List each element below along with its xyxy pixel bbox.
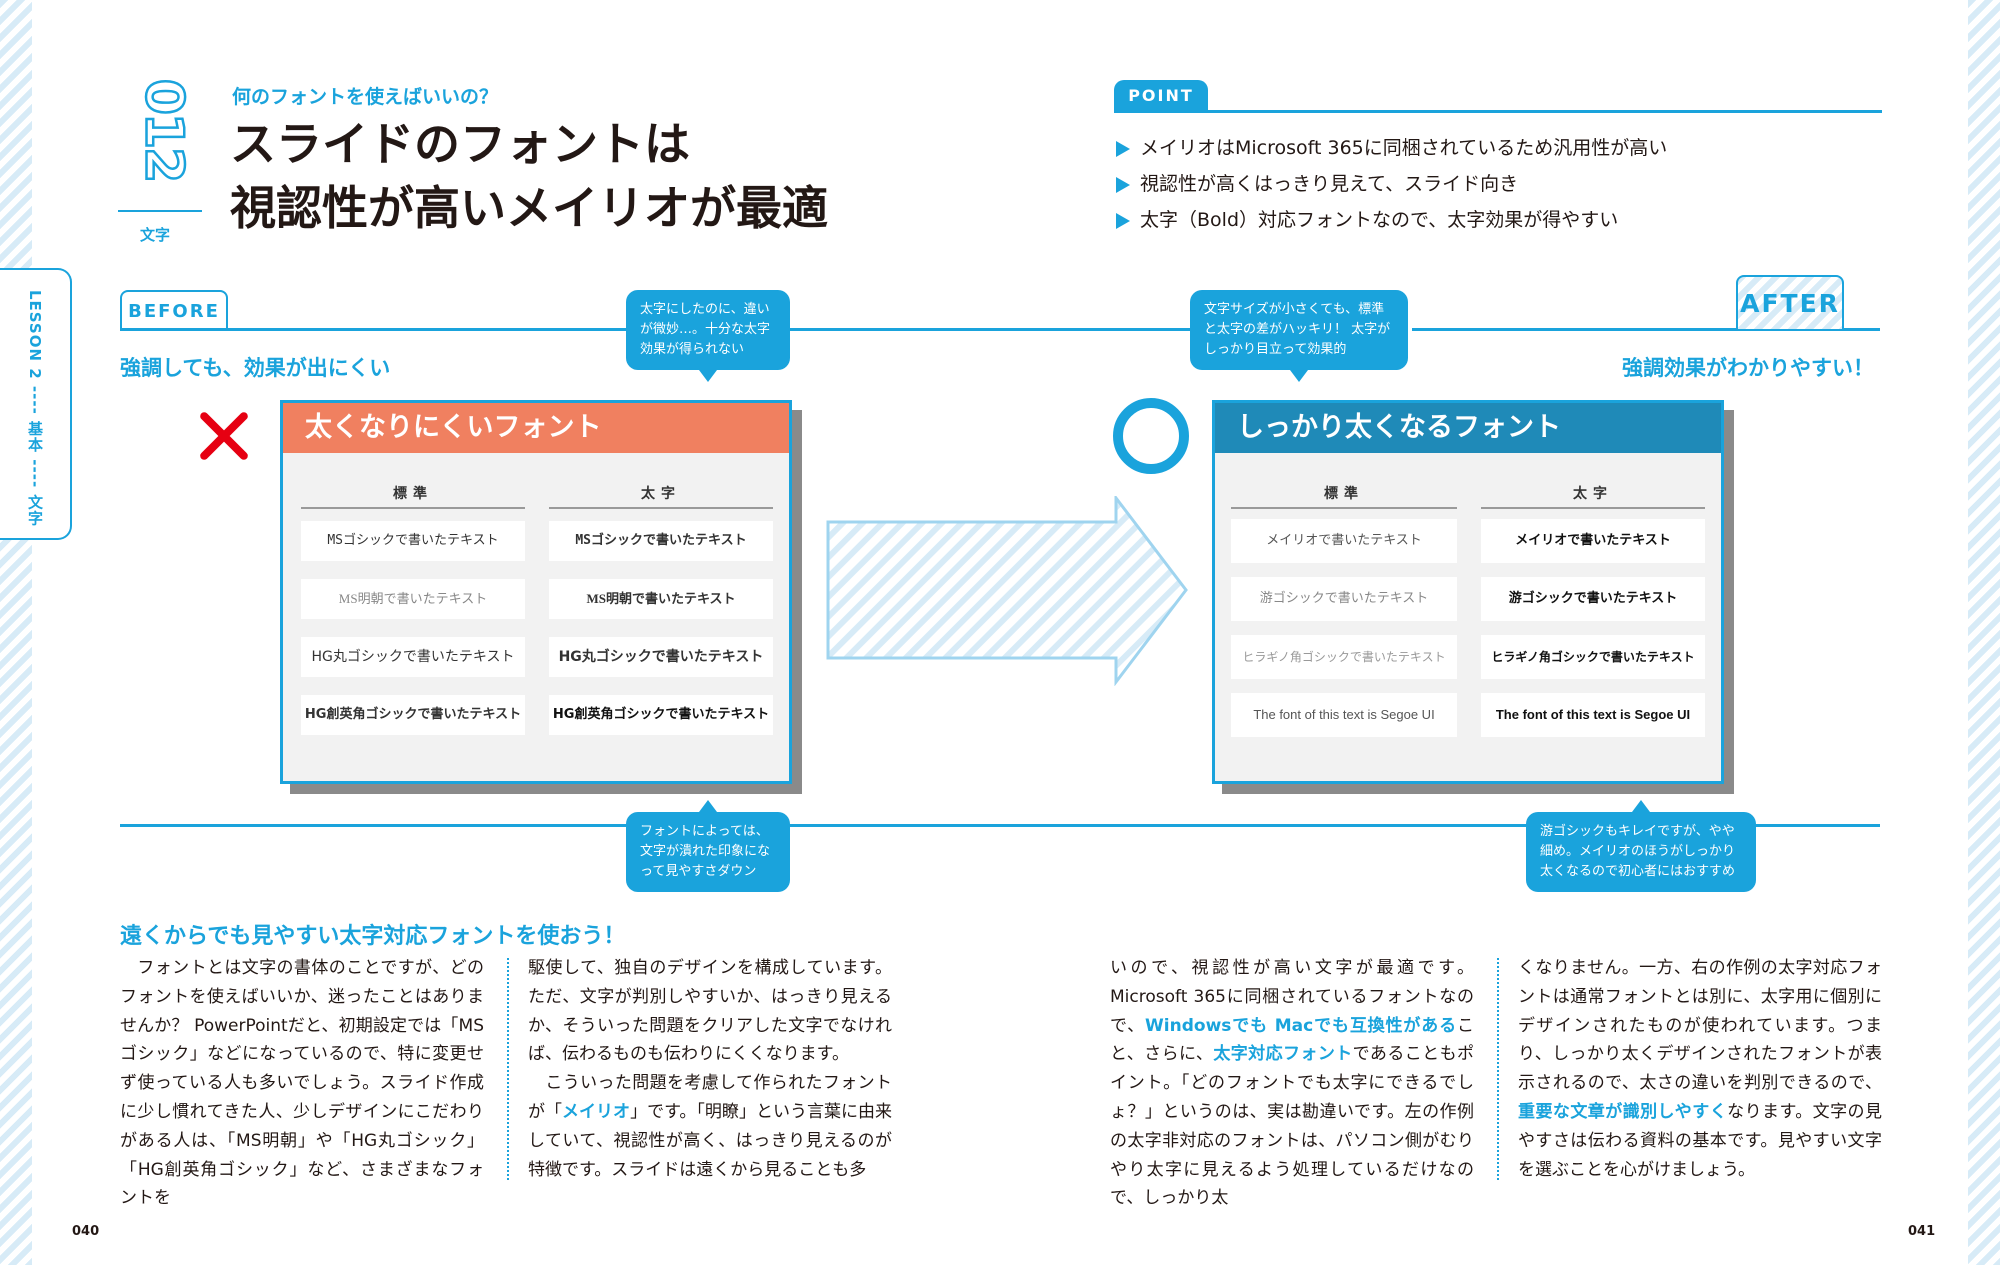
after-panel-title: しっかり太くなるフォント: [1215, 403, 1721, 453]
point-item: 太字（Bold）対応フォントなので、太字効果が得やすい: [1114, 202, 1667, 238]
point-item: メイリオはMicrosoft 365に同梱されているため汎用性が高い: [1114, 130, 1667, 166]
triangle-bullet-icon: [1116, 141, 1130, 157]
column-divider: [1497, 958, 1499, 1180]
after-callout-bottom: 游ゴシックもキレイですが、やや細め。メイリオのほうがしっかり太くなるので初心者に…: [1526, 800, 1756, 892]
point-rule: [1114, 110, 1882, 113]
after-panel: しっかり太くなるフォント 標準 太字 メイリオで書いたテキスト メイリオで書いた…: [1212, 400, 1724, 784]
highlight-meiryo: メイリオ: [562, 1101, 631, 1122]
point-item: 視認性が高くはっきり見えて、スライド向き: [1114, 166, 1667, 202]
highlight-compatibility: Windowsでも Macでも互換性がある: [1145, 1015, 1457, 1036]
kicker-question: 何のフォントを使えばいいの？: [232, 86, 499, 108]
before-to-after-arrow-icon: [826, 496, 1188, 686]
before-panel-title: 太くなりにくいフォント: [283, 403, 789, 453]
lesson-side-tab: [0, 268, 72, 540]
page-title: スライドのフォントは 視認性が高いメイリオが最適: [230, 112, 828, 240]
circle-mark-icon: [1113, 398, 1189, 474]
sample-normal-meiryo: メイリオで書いたテキスト: [1231, 519, 1457, 563]
before-callout-bottom: フォントによっては、文字が潰れた印象になって見やすさダウン: [626, 800, 790, 892]
before-callout-top: 太字にしたのに、違いが微妙…。十分な太字効果が得られない: [626, 290, 790, 382]
title-line-2: 視認性が高いメイリオが最適: [230, 181, 828, 235]
sample-normal-hgmaru: HG丸ゴシックで書いたテキスト: [301, 637, 525, 677]
sample-normal-yugothic: 游ゴシックで書いたテキスト: [1231, 577, 1457, 621]
highlight-bold-font: 太字対応フォント: [1213, 1044, 1353, 1065]
column-rule: [1481, 507, 1705, 509]
sample-normal-hgsoei: HG創英角ゴシックで書いたテキスト: [301, 695, 525, 735]
lesson-side-label: LESSON 2 ---- 基本 ---- 文字: [26, 290, 44, 527]
page-number-left: 040: [72, 1224, 100, 1239]
cross-mark-icon: [196, 408, 252, 464]
before-panel: 太くなりにくいフォント 標準 太字 MSゴシックで書いたテキスト MSゴシックで…: [280, 400, 792, 784]
column-rule: [1231, 507, 1457, 509]
point-label: POINT: [1114, 80, 1208, 112]
before-tag: BEFORE: [120, 290, 228, 330]
column-header-bold: 太字: [1573, 486, 1613, 502]
body-column-3: いので、視認性が高い文字が最適です。Microsoft 365に同梱されているフ…: [1110, 958, 1475, 1209]
after-tag: AFTER: [1736, 275, 1844, 329]
body-column-1: フォントとは文字の書体のことですが、どのフォントを使えばいいか、迷ったことはあり…: [120, 958, 484, 1209]
after-rule: [1412, 328, 1880, 331]
column-header-normal: 標準: [1324, 486, 1364, 502]
sample-bold-segoe: The font of this text is Segoe UI: [1481, 693, 1705, 737]
sample-bold-msmincho: MS明朝で書いたテキスト: [549, 579, 773, 619]
lower-rule: [120, 824, 1880, 827]
column-rule: [549, 507, 773, 509]
before-subtitle: 強調しても、効果が出にくい: [120, 356, 391, 380]
lesson-number: 012: [132, 77, 195, 182]
sample-bold-hgsoei: HG創英角ゴシックで書いたテキスト: [549, 695, 773, 735]
highlight-important-text: 重要な文章が識別しやすく: [1518, 1101, 1728, 1122]
body-column-2: 駆使して、独自のデザインを構成しています。ただ、文字が判別しやすいか、はっきり見…: [528, 958, 893, 1180]
sample-bold-meiryo: メイリオで書いたテキスト: [1481, 519, 1705, 563]
sample-normal-segoe: The font of this text is Segoe UI: [1231, 693, 1457, 737]
column-header-bold: 太字: [641, 486, 681, 502]
sample-bold-yugothic: 游ゴシックで書いたテキスト: [1481, 577, 1705, 621]
point-list: メイリオはMicrosoft 365に同梱されているため汎用性が高い 視認性が高…: [1114, 130, 1667, 238]
after-subtitle: 強調効果がわかりやすい！: [1622, 356, 1874, 380]
page-number-right: 041: [1908, 1224, 1936, 1239]
sample-bold-msgothic: MSゴシックで書いたテキスト: [549, 521, 773, 561]
sample-normal-hiragino: ヒラギノ角ゴシックで書いたテキスト: [1231, 635, 1457, 679]
number-underline: [118, 210, 202, 212]
column-divider: [507, 958, 509, 1180]
after-callout-top: 文字サイズが小さくても、標準と太字の差がハッキリ！ 太字がしっかり目立って効果的: [1190, 290, 1408, 382]
sample-normal-msgothic: MSゴシックで書いたテキスト: [301, 521, 525, 561]
body-column-4: くなりません。一方、右の作例の太字対応フォントは通常フォントとは別に、太字用に個…: [1518, 958, 1882, 1180]
sample-bold-hgmaru: HG丸ゴシックで書いたテキスト: [549, 637, 773, 677]
middle-rule: [790, 328, 1190, 331]
sample-bold-hiragino: ヒラギノ角ゴシックで書いたテキスト: [1481, 635, 1705, 679]
right-page-edge-pattern: [1968, 0, 2000, 1265]
section-title: 遠くからでも見やすい太字対応フォントを使おう！: [120, 924, 626, 949]
triangle-bullet-icon: [1116, 177, 1130, 193]
lesson-category: 文字: [140, 226, 171, 244]
left-page-edge-pattern: [0, 0, 32, 1265]
before-rule: [120, 328, 630, 331]
triangle-bullet-icon: [1116, 213, 1130, 229]
title-line-1: スライドのフォントは: [230, 117, 690, 171]
column-header-normal: 標準: [393, 486, 433, 502]
column-rule: [301, 507, 525, 509]
sample-normal-msmincho: MS明朝で書いたテキスト: [301, 579, 525, 619]
